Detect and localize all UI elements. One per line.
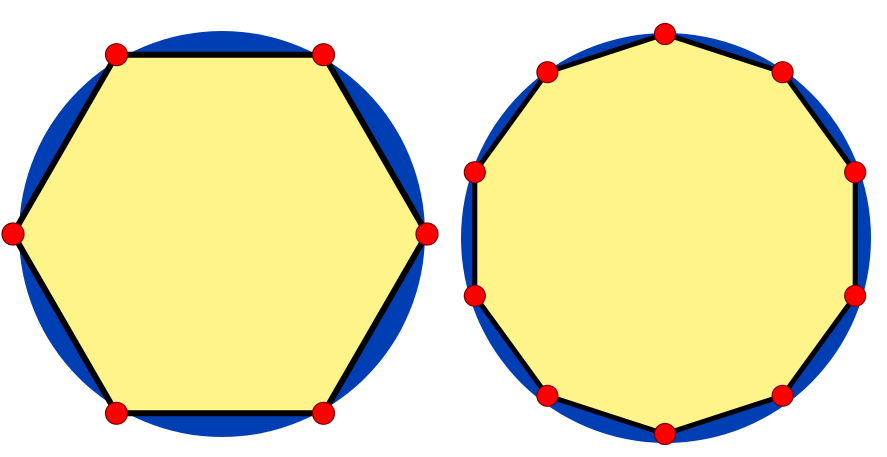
decagon-vertex-2 bbox=[771, 61, 794, 84]
decagon-vertex-3 bbox=[844, 161, 867, 184]
hexagon-vertices bbox=[1, 43, 439, 425]
decagon-figure bbox=[461, 22, 871, 446]
hexagon-vertex-3 bbox=[311, 43, 336, 67]
hexagon-figure bbox=[1, 31, 439, 437]
decagon-vertex-6 bbox=[653, 422, 677, 446]
decagon-vertex-10 bbox=[536, 61, 559, 84]
decagon-vertex-5 bbox=[771, 384, 794, 407]
hexagon-vertex-6 bbox=[104, 401, 129, 425]
decagon-vertex-8 bbox=[463, 284, 486, 307]
hexagon-vertex-1 bbox=[1, 222, 25, 246]
hexagon-vertex-5 bbox=[311, 401, 336, 425]
decagon-vertex-9 bbox=[463, 161, 486, 184]
hexagon-vertex-4 bbox=[415, 222, 439, 246]
decagon-vertex-4 bbox=[844, 284, 867, 307]
decagon-vertex-7 bbox=[536, 384, 559, 407]
decagon-vertices bbox=[463, 22, 867, 446]
decagon-vertex-1 bbox=[653, 22, 677, 46]
hexagon-vertex-2 bbox=[104, 43, 129, 67]
decagon-polygon bbox=[472, 31, 858, 437]
